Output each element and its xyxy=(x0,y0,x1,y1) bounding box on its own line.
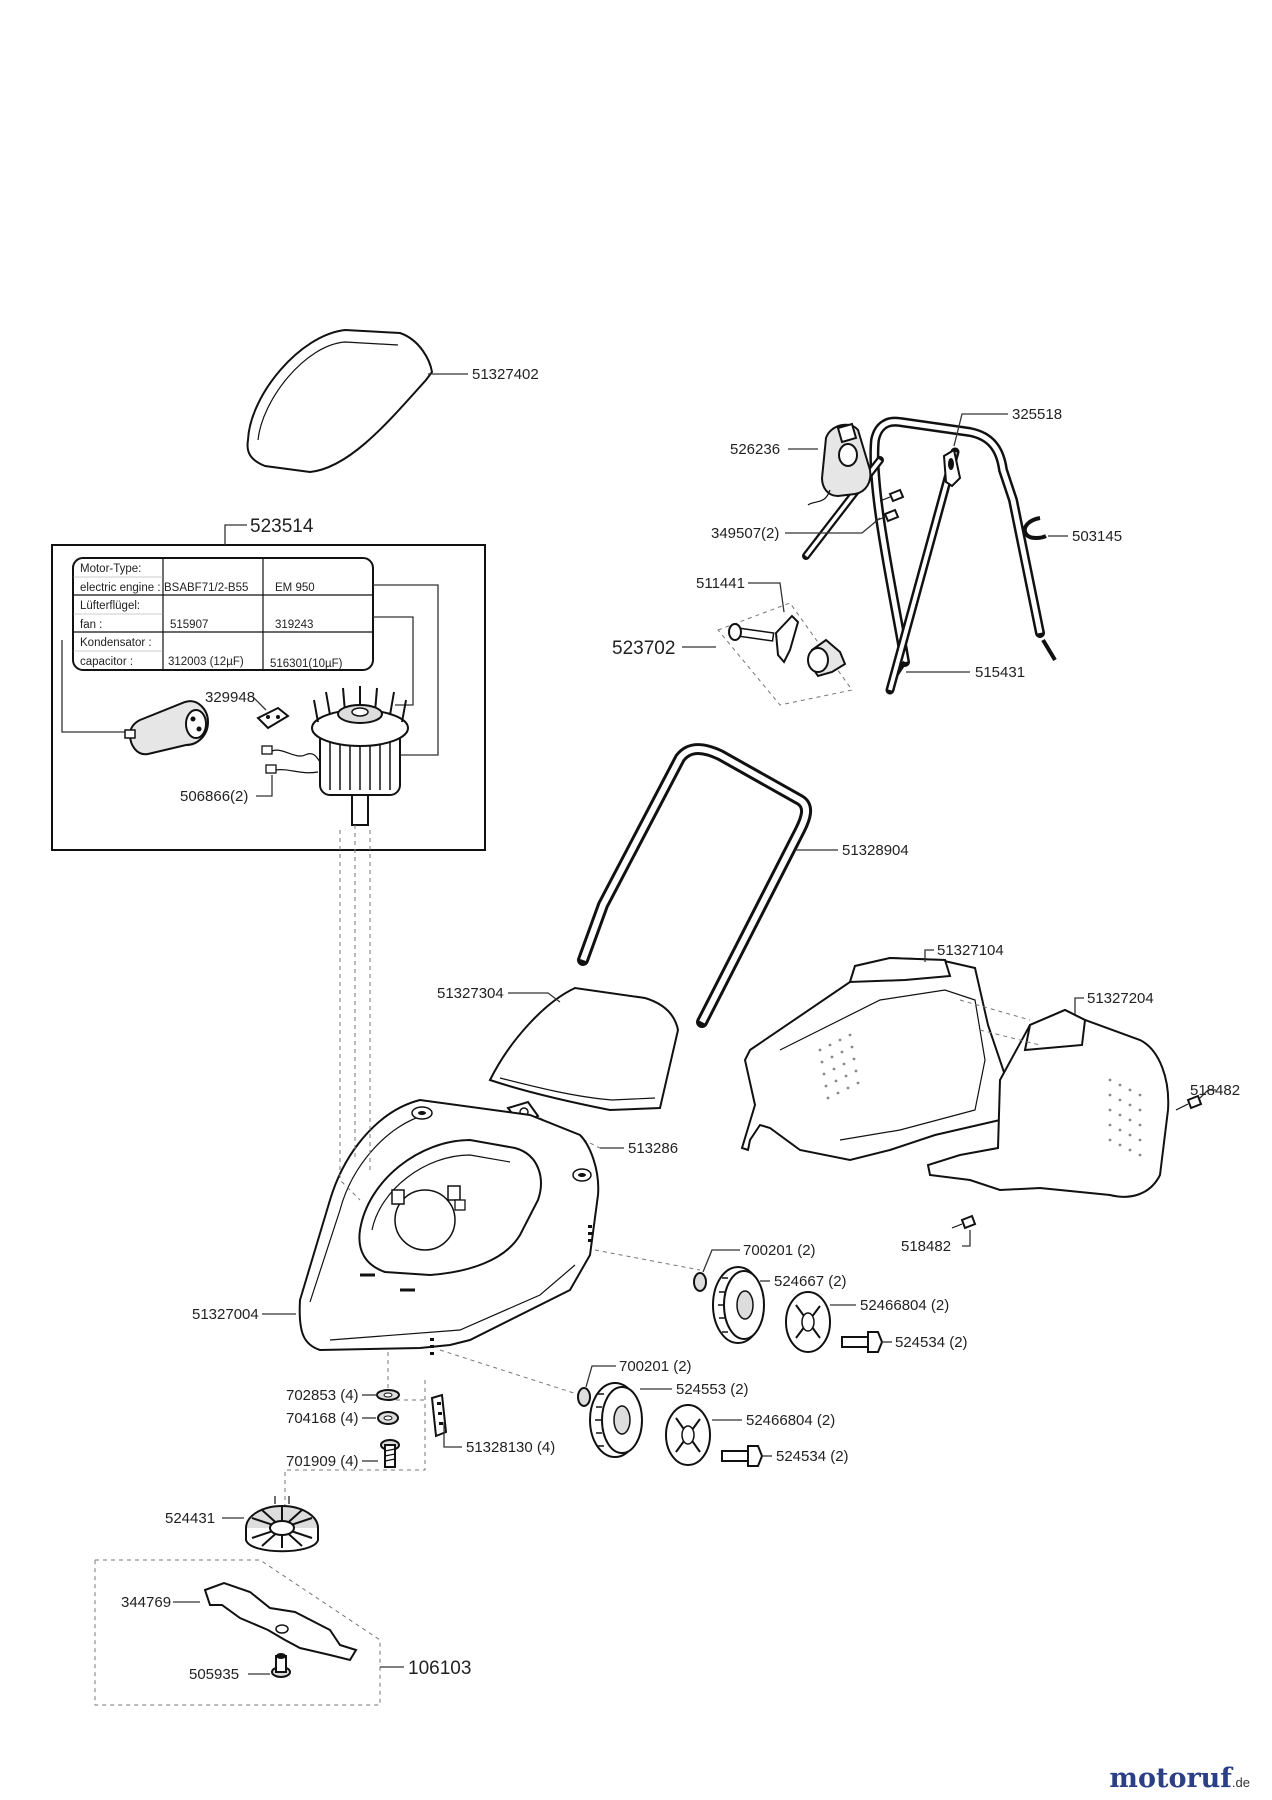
table-fan-en: fan : xyxy=(80,619,102,631)
table-capacitor-de: Kondensator : xyxy=(80,637,152,649)
blade-344769 xyxy=(203,1581,358,1662)
motor-kit-frame xyxy=(51,544,486,851)
table-motor-type-en: electric engine : xyxy=(80,582,161,594)
cable-clip-part xyxy=(256,706,290,730)
brand-tld: .de xyxy=(1231,1775,1250,1790)
screw-part xyxy=(874,488,905,523)
label-526236: 526236 xyxy=(730,441,780,458)
washer-702853 xyxy=(376,1389,400,1401)
label-51327104: 51327104 xyxy=(937,942,1004,959)
height-adjuster-51328130 xyxy=(430,1393,448,1438)
label-700201-rear: 700201 (2) xyxy=(743,1242,816,1259)
lower-handle-part xyxy=(577,743,812,1028)
label-524431: 524431 xyxy=(165,1510,215,1527)
mower-deck-part xyxy=(298,1098,600,1355)
table-capacitor-1: 312003 (12µF) xyxy=(168,656,244,668)
label-51327204: 51327204 xyxy=(1087,990,1154,1007)
table-motor-type-1: BSABF71/2-B55 xyxy=(164,582,248,594)
label-52466804-rear: 52466804 (2) xyxy=(860,1297,949,1314)
bottom-vent-pattern xyxy=(1108,1078,1142,1157)
nut-700201-front xyxy=(577,1387,591,1407)
bolt-524534-front xyxy=(721,1445,764,1467)
label-505935: 505935 xyxy=(189,1666,239,1683)
label-511441: 511441 xyxy=(696,575,745,592)
label-702853: 702853 (4) xyxy=(286,1387,359,1404)
screw-701909 xyxy=(380,1439,400,1468)
star-knob-part xyxy=(807,638,847,678)
blade-kit-outline xyxy=(94,1559,381,1706)
label-518482-bottom: 518482 xyxy=(901,1238,951,1255)
upper-handle-part xyxy=(802,416,1057,687)
label-51327402: 51327402 xyxy=(472,366,539,383)
table-capacitor-en: capacitor : xyxy=(80,656,133,668)
label-106103: 106103 xyxy=(408,1658,471,1679)
label-700201-front: 700201 (2) xyxy=(619,1358,692,1375)
hubcap-52466804-front xyxy=(665,1404,711,1466)
label-52466804-front: 52466804 (2) xyxy=(746,1412,835,1429)
screw-518482-bottom xyxy=(951,1214,977,1230)
label-523514: 523514 xyxy=(250,516,314,537)
label-325518: 325518 xyxy=(1012,406,1062,423)
blade-bolt-505935 xyxy=(271,1653,291,1678)
hubcap-52466804-rear xyxy=(785,1291,831,1353)
label-524534-rear: 524534 (2) xyxy=(895,1334,968,1351)
table-motor-type-de: Motor-Type: xyxy=(80,563,141,575)
grass-box-frame-part xyxy=(740,956,1012,1162)
quick-release-kit-outline xyxy=(717,602,853,706)
label-523702: 523702 xyxy=(612,638,675,659)
table-capacitor-2: 516301(10µF) xyxy=(270,658,343,670)
label-704168: 704168 (4) xyxy=(286,1410,359,1427)
table-motor-type-2: EM 950 xyxy=(275,582,315,594)
label-51327304: 51327304 xyxy=(437,985,504,1002)
spring-washer-704168 xyxy=(377,1411,399,1425)
label-51328904: 51328904 xyxy=(842,842,909,859)
label-701909: 701909 (4) xyxy=(286,1453,359,1470)
label-344769: 344769 xyxy=(121,1594,171,1611)
wheel-524553 xyxy=(589,1382,643,1458)
fan-wheel-524431 xyxy=(245,1496,319,1553)
cable-guide-part xyxy=(942,448,962,488)
label-524534-front: 524534 (2) xyxy=(776,1448,849,1465)
nut-700201-rear xyxy=(693,1272,707,1292)
grass-box-bottom-part xyxy=(926,1008,1170,1198)
bolt-524534-rear xyxy=(841,1331,884,1353)
label-518482-right: 518482 xyxy=(1190,1082,1240,1099)
motor-spec-table xyxy=(72,557,374,671)
label-524667: 524667 (2) xyxy=(774,1273,847,1290)
wheel-524667 xyxy=(712,1266,765,1344)
label-524553: 524553 (2) xyxy=(676,1381,749,1398)
brand-name: motoruf xyxy=(1109,1763,1232,1794)
grass-box-vent-pattern xyxy=(818,1033,860,1100)
handle-shaft-part xyxy=(885,447,960,695)
grass-box-lid-part xyxy=(246,328,434,474)
label-513286: 513286 xyxy=(628,1140,678,1157)
screw-518482-right xyxy=(1175,1094,1203,1111)
clip-part xyxy=(1022,516,1047,540)
label-515431: 515431 xyxy=(975,664,1025,681)
table-fan-de: Lüfterflügel: xyxy=(80,600,140,612)
label-503145: 503145 xyxy=(1072,528,1122,545)
rear-flap-part xyxy=(488,986,680,1112)
label-51327004: 51327004 xyxy=(192,1306,259,1323)
capacitor-part xyxy=(124,700,210,756)
label-349507: 349507(2) xyxy=(711,525,779,542)
brand-watermark: motoruf.de xyxy=(1109,1763,1250,1794)
label-51328130: 51328130 (4) xyxy=(466,1439,555,1456)
switch-housing-part xyxy=(807,422,872,506)
electric-motor-part xyxy=(311,686,409,826)
table-fan-1: 515907 xyxy=(170,619,208,631)
connector-part xyxy=(261,745,323,774)
quick-release-lever-part xyxy=(728,614,800,664)
label-506866: 506866(2) xyxy=(180,788,248,805)
table-fan-2: 319243 xyxy=(275,619,313,631)
label-329948: 329948 xyxy=(205,689,255,706)
